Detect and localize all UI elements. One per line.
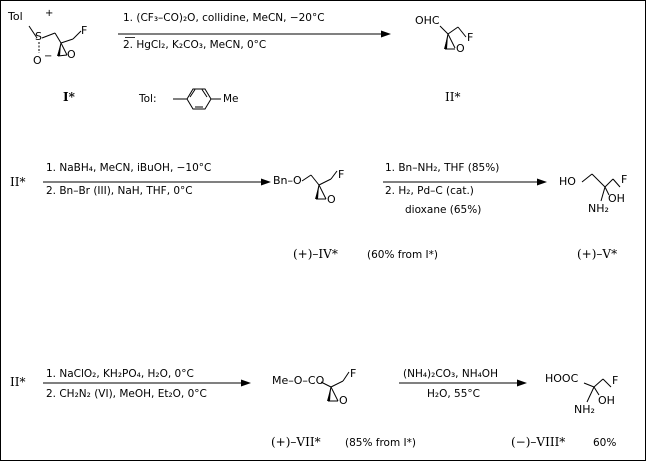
- reaction-arrow-5-head: [517, 379, 527, 387]
- fluorine-atom-label: F: [612, 374, 619, 387]
- compound-label-ii: II*: [445, 90, 461, 104]
- sulfur-atom-label: S: [35, 30, 42, 43]
- reaction-arrow-4-head: [241, 379, 251, 387]
- epoxide-oxygen-label: O: [327, 193, 336, 206]
- compound-ii-wedge: [444, 34, 448, 49]
- reaction-3-condition-3: dioxane (65%): [405, 204, 482, 216]
- epoxide-oxygen-label: O: [456, 42, 465, 55]
- reaction-4-condition-1: 1. NaClO₂, KH₂PO₄, H₂O, 0°C: [46, 368, 194, 380]
- compound-vii-yield: (85% from I*): [345, 437, 416, 449]
- fluorine-atom-label: F: [81, 24, 88, 37]
- compound-i-wedge: [57, 43, 61, 56]
- reaction-2-condition-1: 1. NaBH₄, MeCN, iBuOH, −10°C: [46, 162, 212, 174]
- tolyl-structure: [173, 88, 221, 110]
- reaction-arrow-1-head: [381, 30, 391, 38]
- compound-iv-yield: (60% from I*): [367, 249, 438, 261]
- compound-iv-wedge: [315, 185, 319, 199]
- amine-label: NH₂: [574, 403, 595, 416]
- compound-label-viii: (−)–VIII*: [511, 435, 566, 449]
- hydroxyl-label: OH: [598, 394, 615, 407]
- compound-label-v: (+)–V*: [577, 247, 618, 261]
- reaction-3-condition-2: 2. H₂, Pd–C (cat.): [385, 185, 474, 197]
- hydroxyl-label: HO: [559, 175, 576, 188]
- reaction-2-condition-2: 2. Bn–Br (III), NaH, THF, 0°C: [46, 185, 193, 197]
- hydroxyl-label: OH: [608, 192, 625, 205]
- epoxide-oxygen-label: O: [339, 394, 348, 407]
- reaction-4-condition-2: 2. CH₂N₂ (VI), MeOH, Et₂O, 0°C: [46, 388, 207, 400]
- reaction-3-condition-1: 1. Bn–NH₂, THF (85%): [385, 162, 500, 174]
- reaction-5-condition-2: H₂O, 55°C: [427, 388, 480, 400]
- carboxylic-acid-label: HOOC: [545, 372, 579, 385]
- fluorine-atom-label: F: [621, 173, 628, 186]
- compound-viii-bonds: [583, 378, 612, 403]
- compound-label-vii: (+)–VII*: [271, 435, 321, 449]
- fluorine-atom-label: F: [467, 31, 474, 44]
- amine-label: NH₂: [588, 202, 609, 215]
- row-2-start-label: II*: [10, 175, 26, 189]
- benzyl-ether-label: Bn–O: [273, 174, 302, 187]
- row-3-start-label: II*: [10, 375, 26, 389]
- compound-label-i: I*: [63, 90, 75, 104]
- reaction-5-condition-1: (NH₄)₂CO₃, NH₄OH: [403, 368, 498, 380]
- compound-vii-wedge: [327, 387, 331, 401]
- tol-legend-label: Tol:: [139, 93, 157, 105]
- reaction-arrow-2-head: [261, 178, 271, 186]
- tol-legend-methyl: Me: [223, 93, 239, 105]
- sulfonium-plus-charge: +: [45, 8, 54, 19]
- compound-label-iv: (+)–IV*: [293, 247, 338, 261]
- aldehyde-label: OHC: [415, 14, 440, 27]
- methyl-ester-label: Me–O–CO: [272, 374, 325, 387]
- oxide-oxygen-label: O: [33, 54, 42, 67]
- oxide-minus-charge: −: [44, 51, 53, 62]
- epoxide-oxygen-label: O: [67, 48, 76, 61]
- compound-viii-yield: 60%: [593, 437, 617, 449]
- reaction-1-condition-1: 1. (CF₃–CO)₂O, collidine, MeCN, −20°C: [123, 12, 325, 24]
- compound-i-bonds: [28, 25, 82, 57]
- reaction-1-condition-2: 2. HgCl₂, K₂CO₃, MeCN, 0°C: [123, 39, 267, 51]
- fluorine-atom-label: F: [338, 168, 345, 181]
- reaction-arrow-3-head: [537, 178, 547, 186]
- tolyl-atom-label: Tol: [8, 10, 23, 23]
- fluorine-atom-label: F: [350, 367, 357, 380]
- compound-v-bonds: [581, 173, 621, 202]
